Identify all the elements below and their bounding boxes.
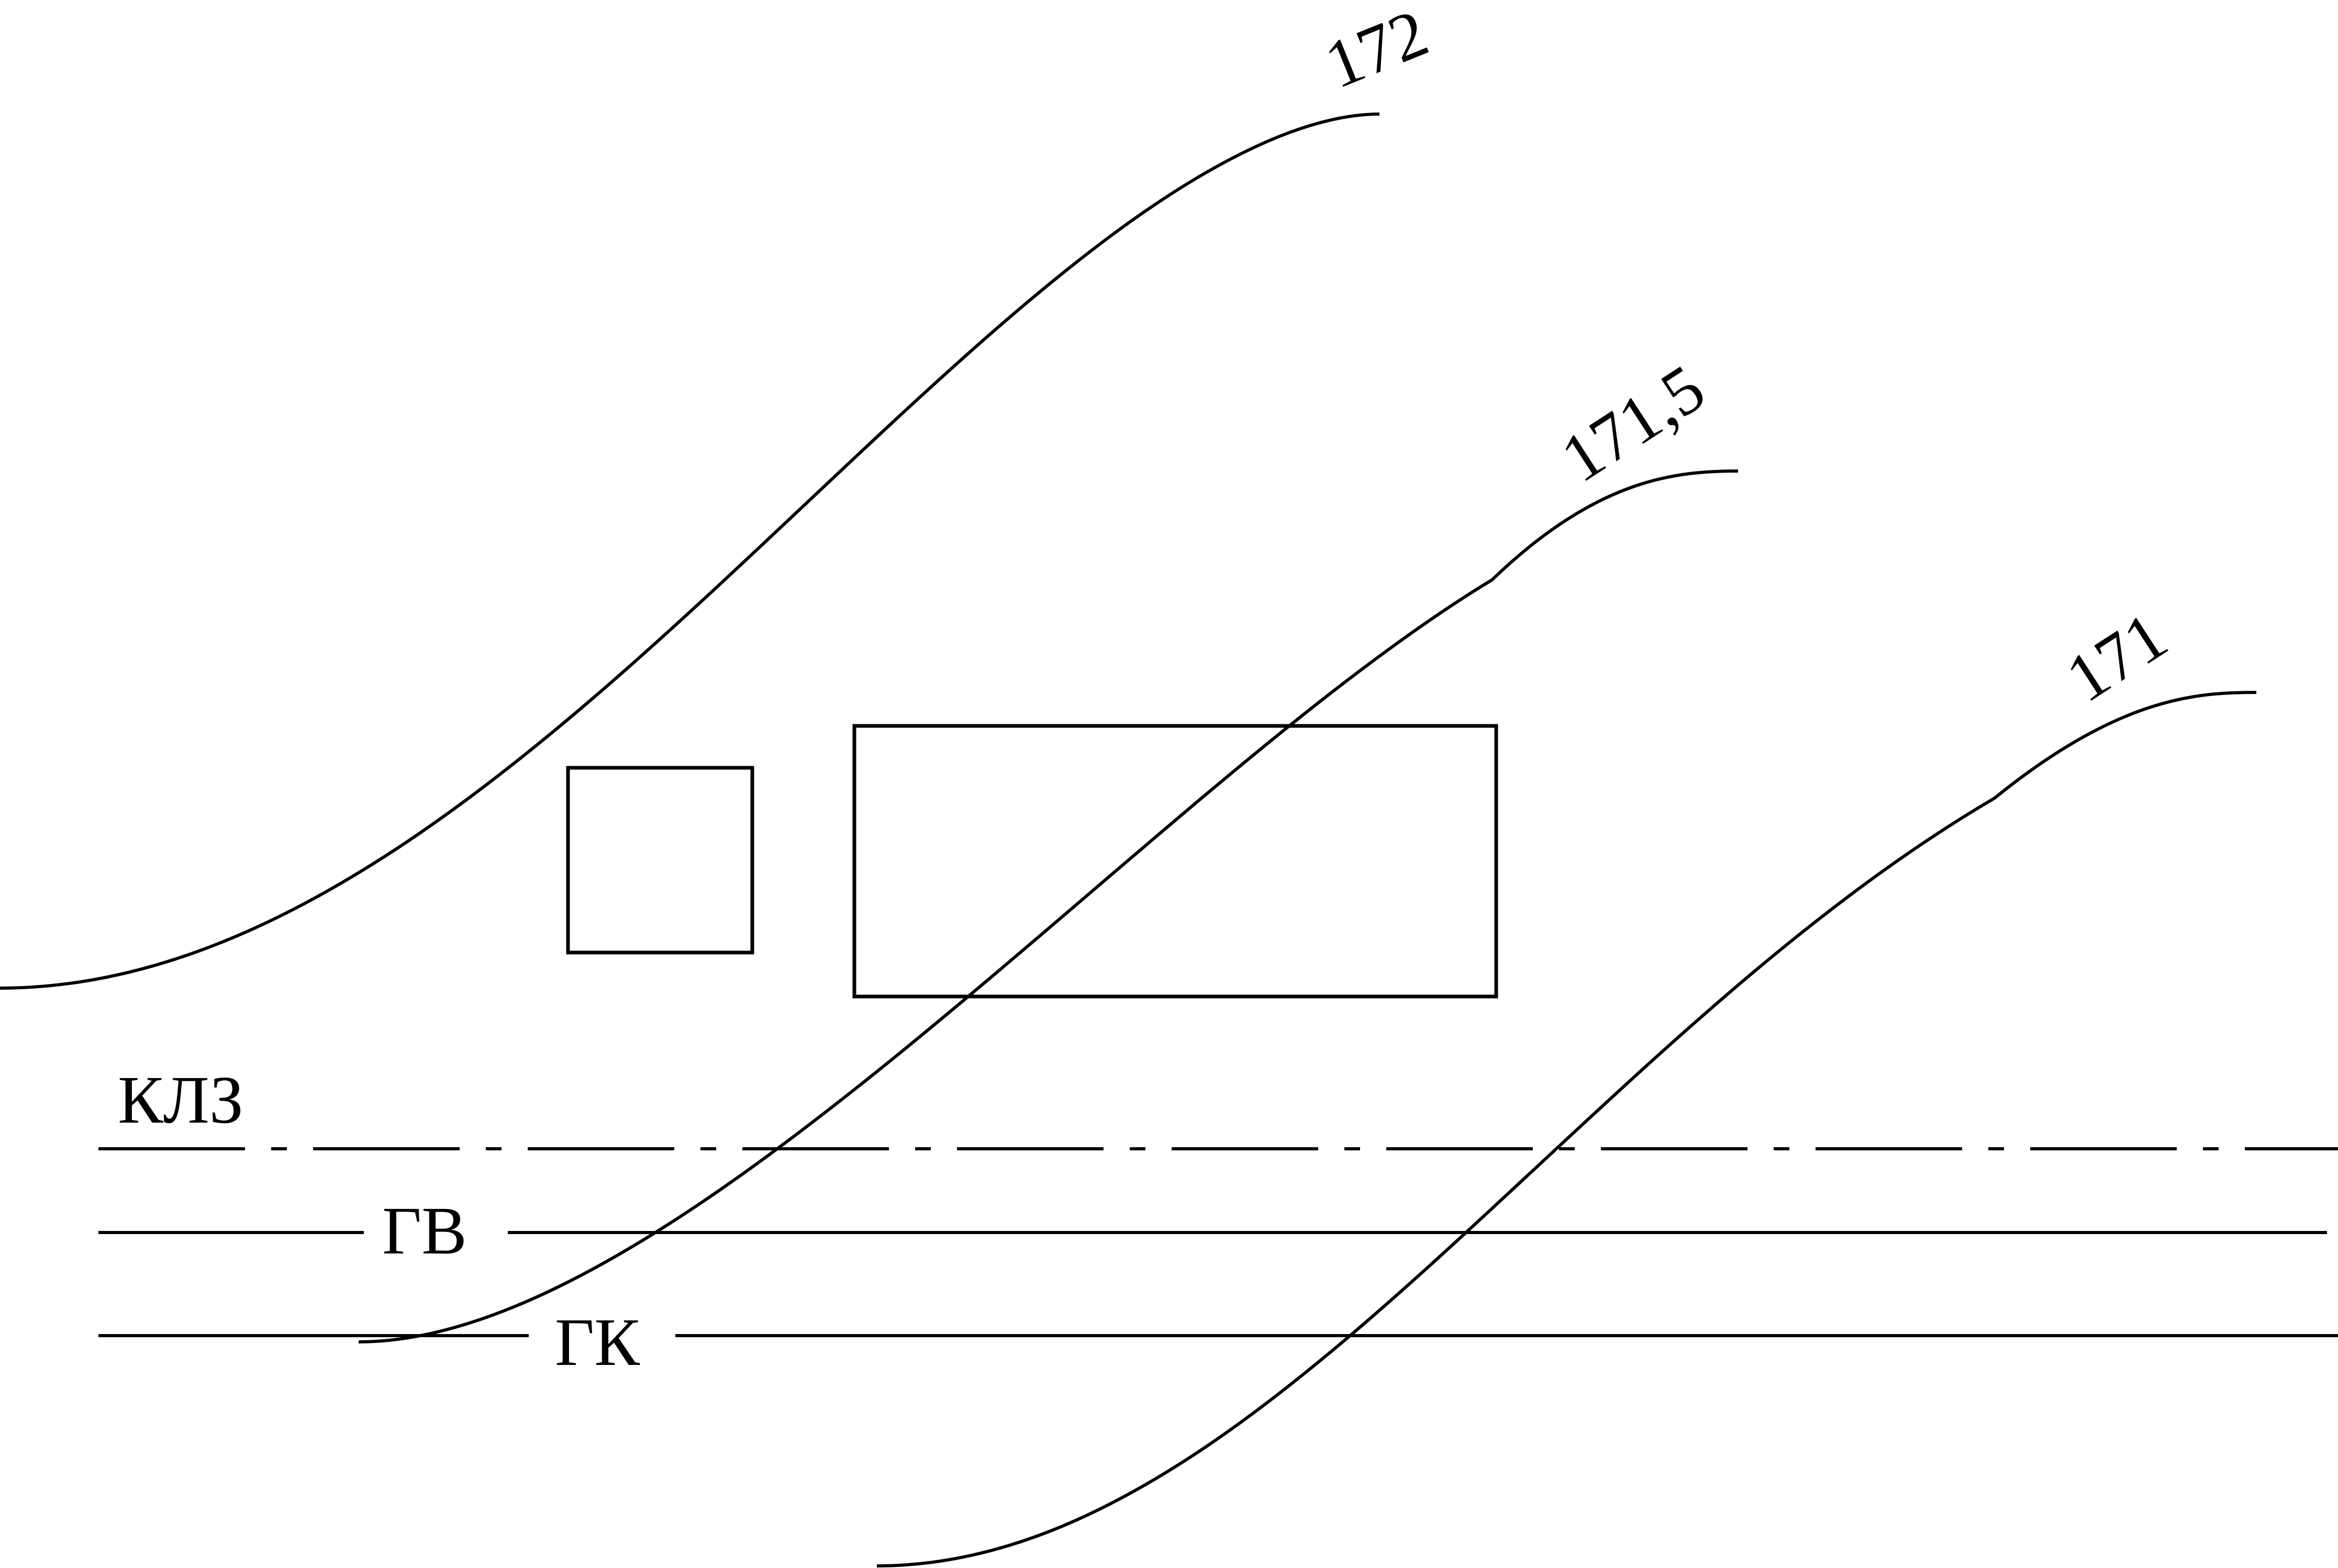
contour-label-171: 171 bbox=[2053, 598, 2180, 716]
large-building bbox=[852, 724, 1498, 999]
contour-line-171 bbox=[876, 691, 2257, 1567]
gk-label: ГК bbox=[555, 1305, 640, 1380]
gv-label: ГВ bbox=[382, 1193, 467, 1269]
contour-line-171-5 bbox=[358, 469, 1739, 1343]
klz-label: КЛЗ bbox=[118, 1062, 243, 1138]
contour-label-172: 172 bbox=[1315, 0, 1438, 103]
small-building bbox=[566, 766, 754, 955]
contour-line-172 bbox=[0, 113, 1380, 990]
